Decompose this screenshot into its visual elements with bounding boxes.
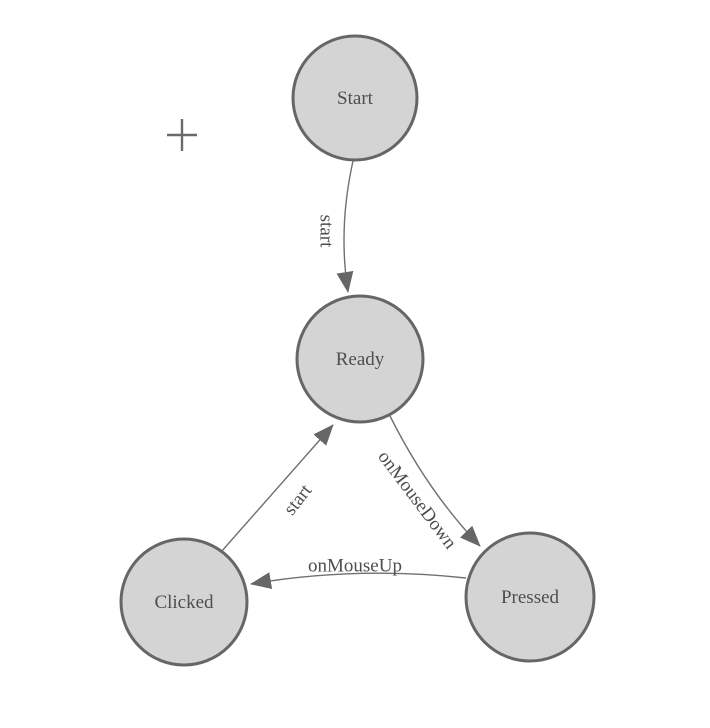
- state-label-start: Start: [337, 88, 374, 109]
- state-node-clicked[interactable]: Clicked: [119, 537, 249, 667]
- state-label-pressed: Pressed: [501, 587, 560, 608]
- edge-clicked-to-ready[interactable]: [220, 424, 334, 553]
- state-node-start[interactable]: Start: [291, 34, 419, 162]
- edge-label-start-2: start: [280, 480, 317, 519]
- state-label-clicked: Clicked: [154, 592, 214, 613]
- state-node-clicked-circle[interactable]: [119, 537, 249, 667]
- state-node-start-circle[interactable]: [291, 34, 419, 162]
- state-node-pressed[interactable]: Pressed: [464, 531, 596, 663]
- edge-label-start-1: start: [316, 215, 337, 248]
- state-label-ready: Ready: [336, 349, 385, 370]
- state-node-pressed-circle[interactable]: [464, 531, 596, 663]
- edge-label-onmouseup: onMouseUp: [308, 556, 402, 577]
- state-node-ready[interactable]: Ready: [295, 294, 425, 424]
- edge-start-to-ready[interactable]: [336, 160, 354, 293]
- edge-pressed-to-clicked[interactable]: [250, 572, 467, 590]
- plus-cursor-icon: [167, 119, 197, 151]
- state-node-ready-circle[interactable]: [295, 294, 425, 424]
- edge-ready-to-pressed[interactable]: [389, 415, 481, 547]
- edge-label-onmousedown: onMouseDown: [373, 447, 461, 554]
